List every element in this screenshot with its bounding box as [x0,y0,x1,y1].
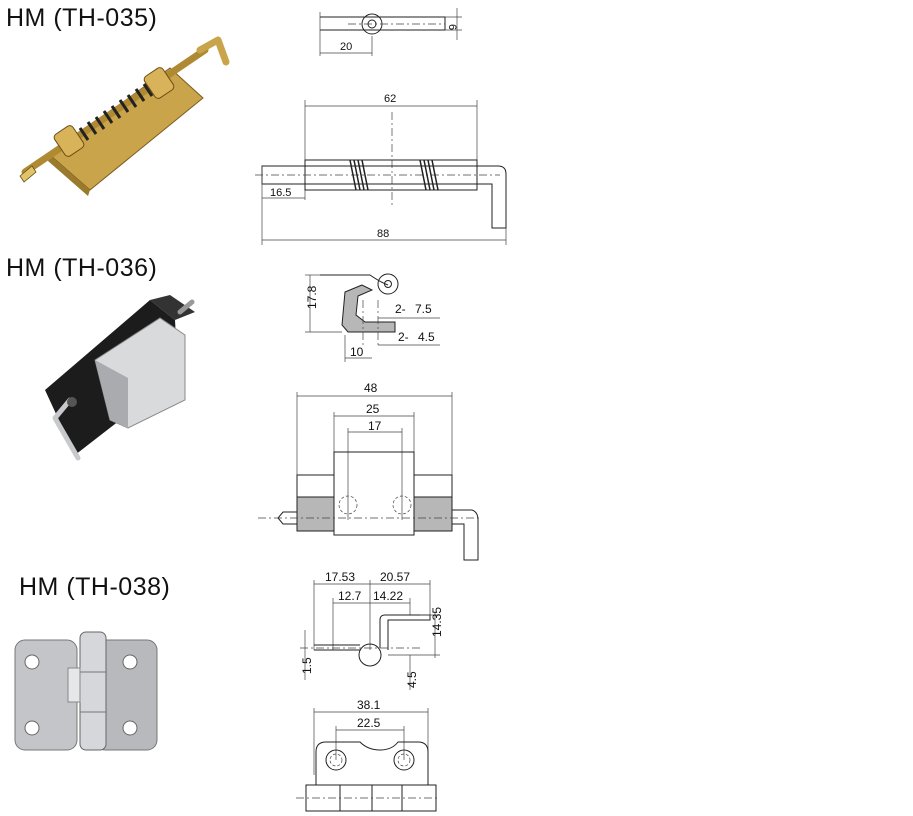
model-title-th036: HM (TH-036) [6,254,158,282]
th035-dim-88: 88 [377,228,389,240]
th035-top-view: 20 6 [319,8,462,56]
th038-dim-22-5: 22.5 [357,716,381,730]
th036-dim-4-5: 4.5 [418,330,435,344]
th038-dim-1-5: 1.5 [300,657,314,674]
th038-dim-14-35: 14.35 [430,607,444,637]
th036-dim-10: 10 [350,345,364,359]
th036-dim-25: 25 [366,402,380,416]
th038-dim-20-57: 20.57 [380,570,410,584]
th036-dim-2-prefix-a: 2- [395,302,406,316]
th036-dim-7-5: 7.5 [415,302,432,316]
th038-dim-17-53: 17.53 [325,570,355,584]
th035-dim-6: 6 [446,24,458,30]
th035-dim-20: 20 [340,41,352,53]
th036-front-view: 48 25 17 [258,381,480,561]
th038-dim-14-22: 14.22 [373,589,403,603]
th036-dim-48: 48 [364,381,378,395]
th036-side-view: 17.8 2- 7.5 2- 4.5 10 [305,273,440,362]
th036-product-photo [45,295,195,461]
th038-dim-38-1: 38.1 [357,698,381,712]
th035-side-view: 62 16.5 88 [255,93,507,245]
th035-dim-16-5: 16.5 [270,187,291,199]
th038-dim-4-5: 4.5 [405,671,419,688]
model-title-th035: HM (TH-035) [6,4,158,32]
th036-dim-17-8: 17.8 [305,285,319,309]
th038-dim-12-7: 12.7 [338,589,362,603]
th036-dim-17: 17 [368,419,382,433]
th035-product-photo [19,36,230,196]
th036-dim-2-prefix-b: 2- [398,330,409,344]
th035-dim-62: 62 [384,93,396,105]
th038-product-photo [14,631,158,751]
model-title-th038: HM (TH-038) [19,573,171,601]
th038-front-view: 38.1 22.5 [296,698,440,812]
th038-side-view: 17.53 20.57 12.7 14.22 14.35 1.5 4.5 [300,570,444,690]
